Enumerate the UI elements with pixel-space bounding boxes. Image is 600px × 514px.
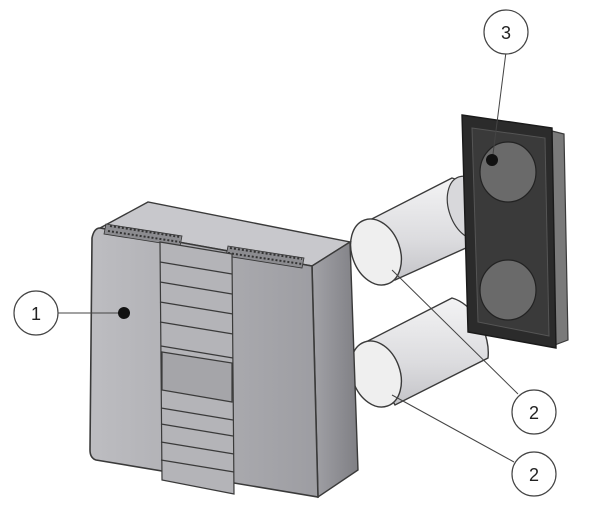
wall-grille <box>461 114 569 349</box>
leader-lines <box>58 51 519 463</box>
callout-1: 1 <box>13 290 59 336</box>
leader-line-2b <box>391 394 515 463</box>
callout-2b: 2 <box>511 451 557 497</box>
grille-upper-opening <box>479 141 537 203</box>
lower-duct <box>349 297 489 408</box>
ventilation-unit <box>89 201 359 499</box>
marker-dot-1 <box>118 307 130 319</box>
top-vent-right <box>225 245 305 269</box>
marker-dot-3 <box>486 154 498 166</box>
callout-2a: 2 <box>511 389 557 435</box>
leader-line-3 <box>491 51 507 163</box>
callout-3: 3 <box>483 9 529 55</box>
front-panel-grille <box>159 241 235 495</box>
callout-3-label: 3 <box>501 23 511 43</box>
leader-line-2a <box>391 269 519 395</box>
callout-1-label: 1 <box>31 304 41 324</box>
grille-lower-opening <box>479 259 537 321</box>
callout-2a-label: 2 <box>529 403 539 423</box>
callout-2b-label: 2 <box>529 465 539 485</box>
